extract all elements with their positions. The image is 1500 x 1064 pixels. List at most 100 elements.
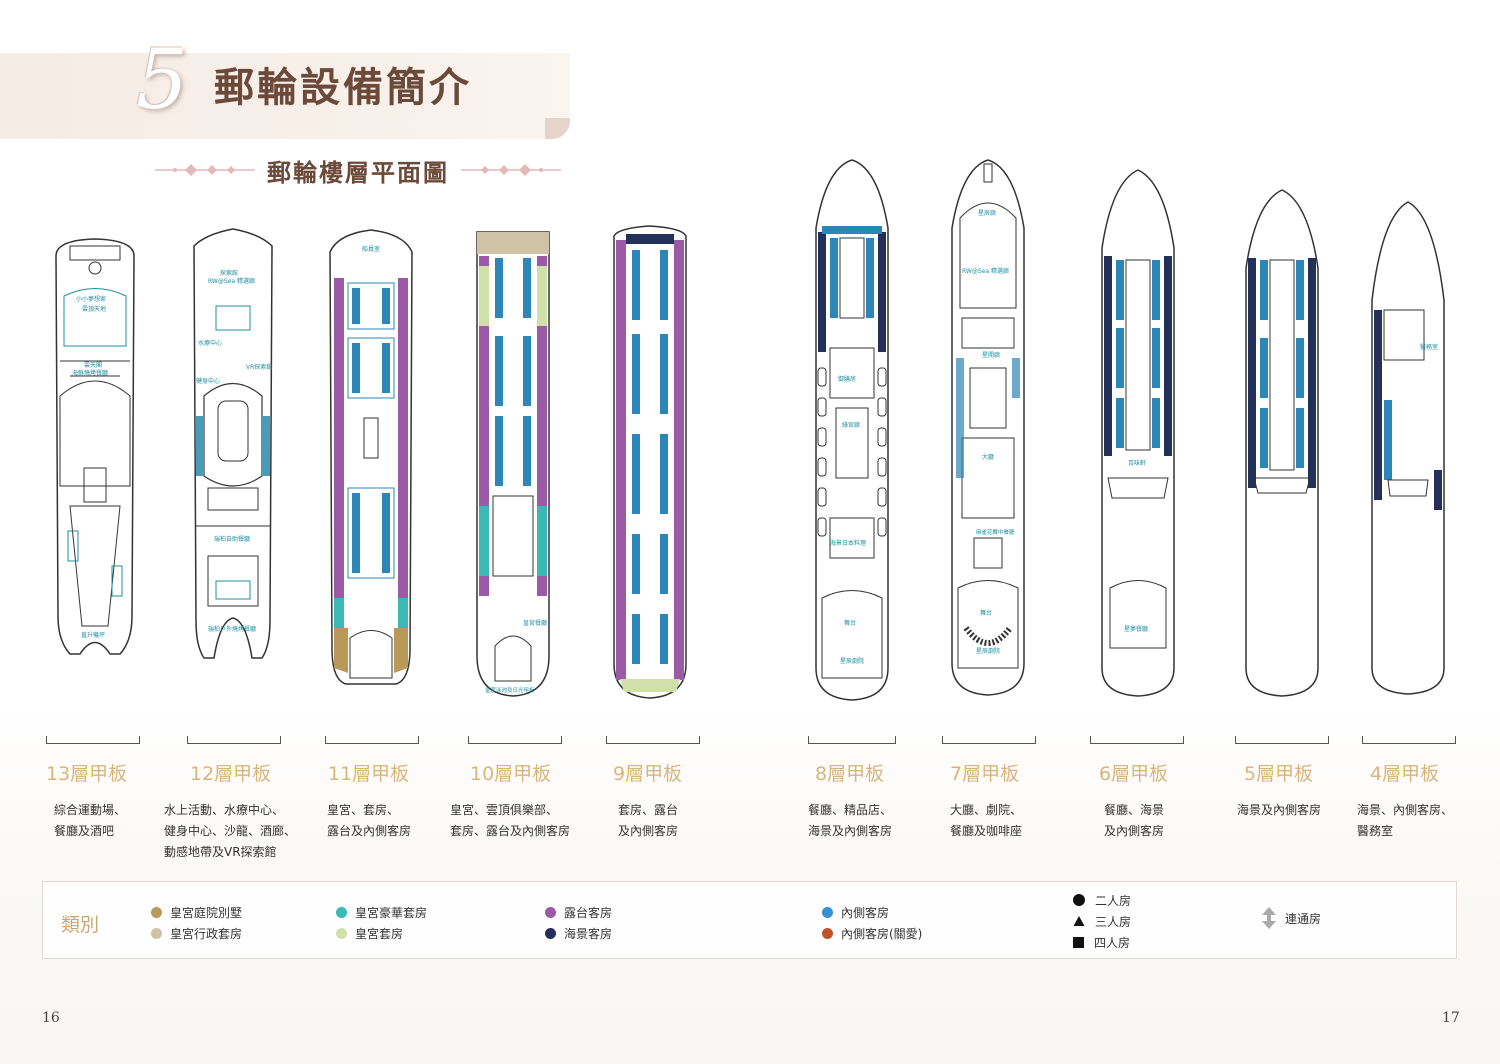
deck-caption-9: 9層甲板 套房、露台 及內側客房 bbox=[606, 736, 756, 842]
deck-7-label-theatre: 星辰劇院 bbox=[976, 648, 1001, 655]
legend-item-villa: 皇宮庭院別墅 bbox=[151, 903, 242, 921]
deck-description: 水上活動、水療中心、 健身中心、沙龍、酒廊、 動感地帶及VR探索館 bbox=[164, 803, 297, 859]
deck-description: 海景、內側客房、 醫務室 bbox=[1357, 803, 1454, 838]
page-number-right: 17 bbox=[1442, 1010, 1460, 1026]
deck-caption-11: 11層甲板 皇宮、套房、 露台及內側客房 bbox=[325, 736, 475, 842]
deck-bracket bbox=[46, 736, 140, 744]
deck-caption-4: 4層甲板 海景、內側客房、 醫務室 bbox=[1357, 736, 1500, 842]
deck-caption-5: 5層甲板 海景及內側客房 bbox=[1235, 736, 1385, 821]
deck-description: 海景及內側客房 bbox=[1237, 803, 1322, 817]
deck-12-label-explore: 探索館 bbox=[220, 270, 239, 277]
deck-description: 大廳、劇院、 餐廳及咖啡座 bbox=[950, 803, 1023, 838]
deck-bracket bbox=[325, 736, 419, 744]
deck-7-label-star: 星辰廊 bbox=[978, 210, 997, 217]
legend-item-deluxe: 皇宮豪華套房 bbox=[336, 903, 427, 921]
deck-13-label-bbq: 海鮮燒烤餐廳 bbox=[72, 370, 109, 377]
deck-description: 餐廳、精品店、 海景及內側客房 bbox=[808, 803, 893, 838]
deck-caption-7: 7層甲板 大廳、劇院、 餐廳及咖啡座 bbox=[942, 736, 1092, 842]
deck-bracket bbox=[1362, 736, 1456, 744]
legend-connecting: 連通房 bbox=[1261, 907, 1321, 929]
legend-item-inside-care: 內側客房(關愛) bbox=[822, 924, 922, 942]
deck-11-label-crew: 船員室 bbox=[362, 246, 381, 253]
deck-bracket bbox=[606, 736, 700, 744]
triangle-icon bbox=[1073, 916, 1085, 926]
deck-8-label-kitchen: 御膳房 bbox=[838, 376, 857, 383]
deck-12-label-spa: 水療中心 bbox=[198, 340, 223, 347]
page-number-left: 16 bbox=[42, 1010, 60, 1026]
deck-5-plan bbox=[1242, 188, 1322, 698]
deck-12-label-vr: VR探索館 bbox=[246, 364, 273, 371]
deck-10-label-palace-restaurant: 皇宮餐廳 bbox=[523, 620, 548, 627]
deck-8-label-green: 綠宮廊 bbox=[842, 422, 861, 429]
legend-item-executive: 皇宮行政套房 bbox=[151, 924, 242, 942]
deck-8-plan: 御膳房 綠宮廊 海景日本料理 舞台 星辰劇院 bbox=[812, 158, 892, 704]
deck-10-plan: 皇宮餐廳 皇宮泳池及日光甲板 bbox=[473, 226, 553, 700]
deck-caption-8: 8層甲板 餐廳、精品店、 海景及內側客房 bbox=[808, 736, 958, 842]
legend: 類別 皇宮庭院別墅 皇宮行政套房 皇宮豪華套房 皇宮套房 露台客房 海景客房 內… bbox=[42, 881, 1457, 959]
deck-13-label-kids: 小小夢想家 bbox=[76, 296, 107, 303]
deck-7-label-open: 星開廊 bbox=[982, 352, 1001, 359]
legend-item-inside: 內側客房 bbox=[822, 903, 889, 921]
legend-item-suite: 皇宮套房 bbox=[336, 924, 403, 942]
deck-4-plan: 醫務室 bbox=[1368, 200, 1448, 696]
deck-name: 10層甲板 bbox=[470, 763, 552, 785]
deck-bracket bbox=[942, 736, 1036, 744]
deck-name: 6層甲板 bbox=[1099, 763, 1169, 785]
chapter-number: 5 bbox=[136, 33, 189, 128]
deck-13-label-genting: 雲頂天地 bbox=[82, 306, 107, 313]
deck-12-label-gym: 健身中心 bbox=[196, 378, 221, 385]
section-heading: 郵輪樓層平面圖 bbox=[152, 150, 564, 190]
deck-bracket bbox=[1090, 736, 1184, 744]
deck-name: 7層甲板 bbox=[950, 763, 1020, 785]
deck-name: 5層甲板 bbox=[1244, 763, 1314, 785]
deck-12-label-rw: RW@Sea 精選廊 bbox=[208, 278, 255, 285]
deck-name: 11層甲板 bbox=[328, 763, 410, 785]
deck-12-plan: 探索館 RW@Sea 精選廊 水療中心 VR探索館 健身中心 瑞柏自助餐廳 瑞柏… bbox=[186, 226, 280, 671]
legend-swatch bbox=[822, 906, 833, 918]
deck-6-label-buffet: 百味軒 bbox=[1128, 460, 1147, 467]
section-heading-text: 郵輪樓層平面圖 bbox=[267, 157, 449, 187]
legend-title: 類別 bbox=[61, 914, 100, 936]
deck-13-plan: 小小夢想家 雲頂天地 雲天閣 海鮮燒烤餐廳 直升機坪 bbox=[50, 236, 140, 661]
deck-name: 9層甲板 bbox=[613, 763, 683, 785]
deck-description: 皇宮、套房、 露台及內側客房 bbox=[327, 803, 412, 838]
deck-description: 餐廳、海景 及內側客房 bbox=[1104, 803, 1165, 838]
deck-8-label-japanese: 海景日本料理 bbox=[830, 540, 867, 547]
deck-description: 綜合運動場、 餐廳及酒吧 bbox=[54, 803, 127, 838]
left-ornament-icon bbox=[155, 164, 255, 176]
legend-swatch bbox=[336, 927, 347, 939]
deck-7-label-chinese: 麻雀花舞中餐廳 bbox=[976, 530, 1015, 536]
legend-room-double: 二人房 bbox=[1073, 891, 1131, 909]
deck-7-label-stage: 舞台 bbox=[980, 610, 993, 617]
deck-6-plan: 百味軒 星夢餐廳 bbox=[1098, 168, 1178, 698]
deck-12-label-outdoor-bbq: 瑞柏戶外燒烤餐廳 bbox=[208, 626, 257, 633]
legend-swatch bbox=[545, 927, 556, 939]
deck-13-label-helipad: 直升機坪 bbox=[81, 632, 106, 639]
deck-caption-12: 12層甲板 水上活動、水療中心、 健身中心、沙龍、酒廊、 動感地帶及VR探索館 bbox=[164, 736, 337, 863]
legend-room-triple: 三人房 bbox=[1073, 912, 1131, 930]
circle-icon bbox=[1073, 894, 1085, 906]
legend-swatch bbox=[545, 906, 556, 918]
page-title: 郵輪設備簡介 bbox=[214, 64, 472, 111]
right-ornament-icon bbox=[461, 164, 561, 176]
deck-caption-6: 6層甲板 餐廳、海景 及內側客房 bbox=[1090, 736, 1240, 842]
deck-8-label-stage: 舞台 bbox=[844, 620, 857, 627]
deck-description: 皇宮、雲頂俱樂部、 套房、露台及內側客房 bbox=[450, 803, 571, 838]
deck-7-label-lobby: 大廳 bbox=[982, 454, 995, 461]
deck-bracket bbox=[1235, 736, 1329, 744]
deck-13-label-cloud: 雲天閣 bbox=[84, 362, 103, 369]
legend-swatch bbox=[822, 927, 833, 939]
deck-caption-10: 10層甲板 皇宮、雲頂俱樂部、 套房、露台及內側客房 bbox=[450, 736, 618, 842]
deck-name: 13層甲板 bbox=[46, 763, 128, 785]
deck-12-label-buffet: 瑞柏自助餐廳 bbox=[214, 536, 251, 543]
deck-4-label-clinic: 醫務室 bbox=[1420, 344, 1439, 351]
legend-swatch bbox=[151, 927, 162, 939]
deck-8-label-theatre: 星辰劇院 bbox=[840, 658, 865, 665]
header-banner bbox=[0, 53, 570, 139]
legend-swatch bbox=[151, 906, 162, 918]
legend-item-oceanview: 海景客房 bbox=[545, 924, 612, 942]
deck-11-plan: 船員室 bbox=[326, 228, 416, 688]
square-icon bbox=[1073, 936, 1084, 948]
legend-item-balcony: 露台客房 bbox=[545, 903, 612, 921]
deck-name: 12層甲板 bbox=[190, 763, 272, 785]
